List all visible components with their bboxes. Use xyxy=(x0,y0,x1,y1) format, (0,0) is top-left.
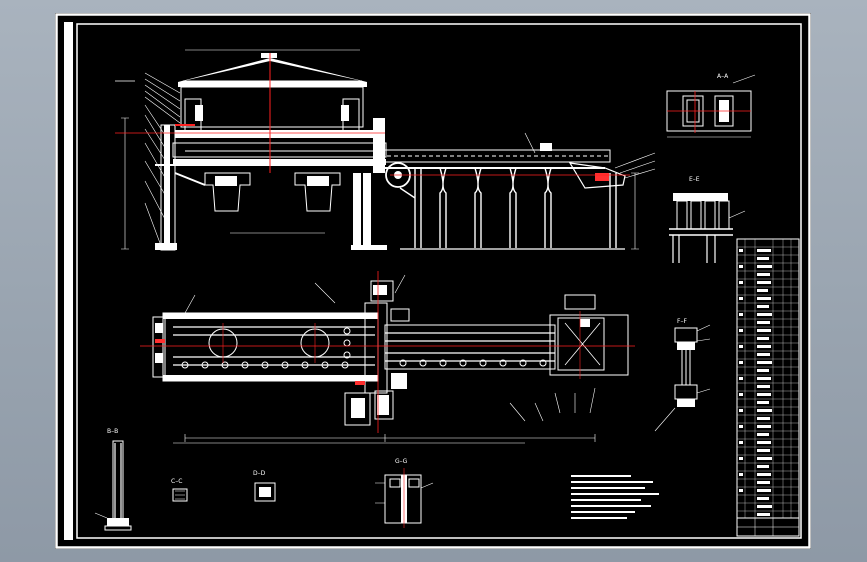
binding-strip xyxy=(64,22,73,540)
plan-view xyxy=(140,271,635,444)
section-label: G–G xyxy=(395,458,408,465)
title-block xyxy=(736,238,800,537)
section-label: D–D xyxy=(253,470,266,477)
hood-body xyxy=(180,86,364,128)
technical-notes xyxy=(571,475,659,519)
section-label: E–E xyxy=(689,176,700,183)
cad-drawing-sheet: A–A B–B C–C D–D E–E F–F G–G xyxy=(55,13,811,549)
section-b-view xyxy=(94,440,132,531)
section-d-view xyxy=(254,482,276,502)
section-g-view xyxy=(375,468,434,528)
section-label: C–C xyxy=(171,478,182,485)
inner-frame xyxy=(76,23,802,539)
section-e-view xyxy=(669,193,746,263)
section-f-view xyxy=(654,324,711,432)
section-label: B–B xyxy=(107,428,118,435)
elevation-view xyxy=(115,49,656,251)
section-label: F–F xyxy=(677,318,687,325)
cad-drawing: A–A B–B C–C D–D E–E F–F G–G xyxy=(55,13,811,549)
section-label: A–A xyxy=(717,73,729,80)
detail-a-view xyxy=(666,74,756,138)
outer-frame xyxy=(55,13,811,549)
main-deck xyxy=(175,130,380,138)
section-c-view xyxy=(172,488,188,502)
